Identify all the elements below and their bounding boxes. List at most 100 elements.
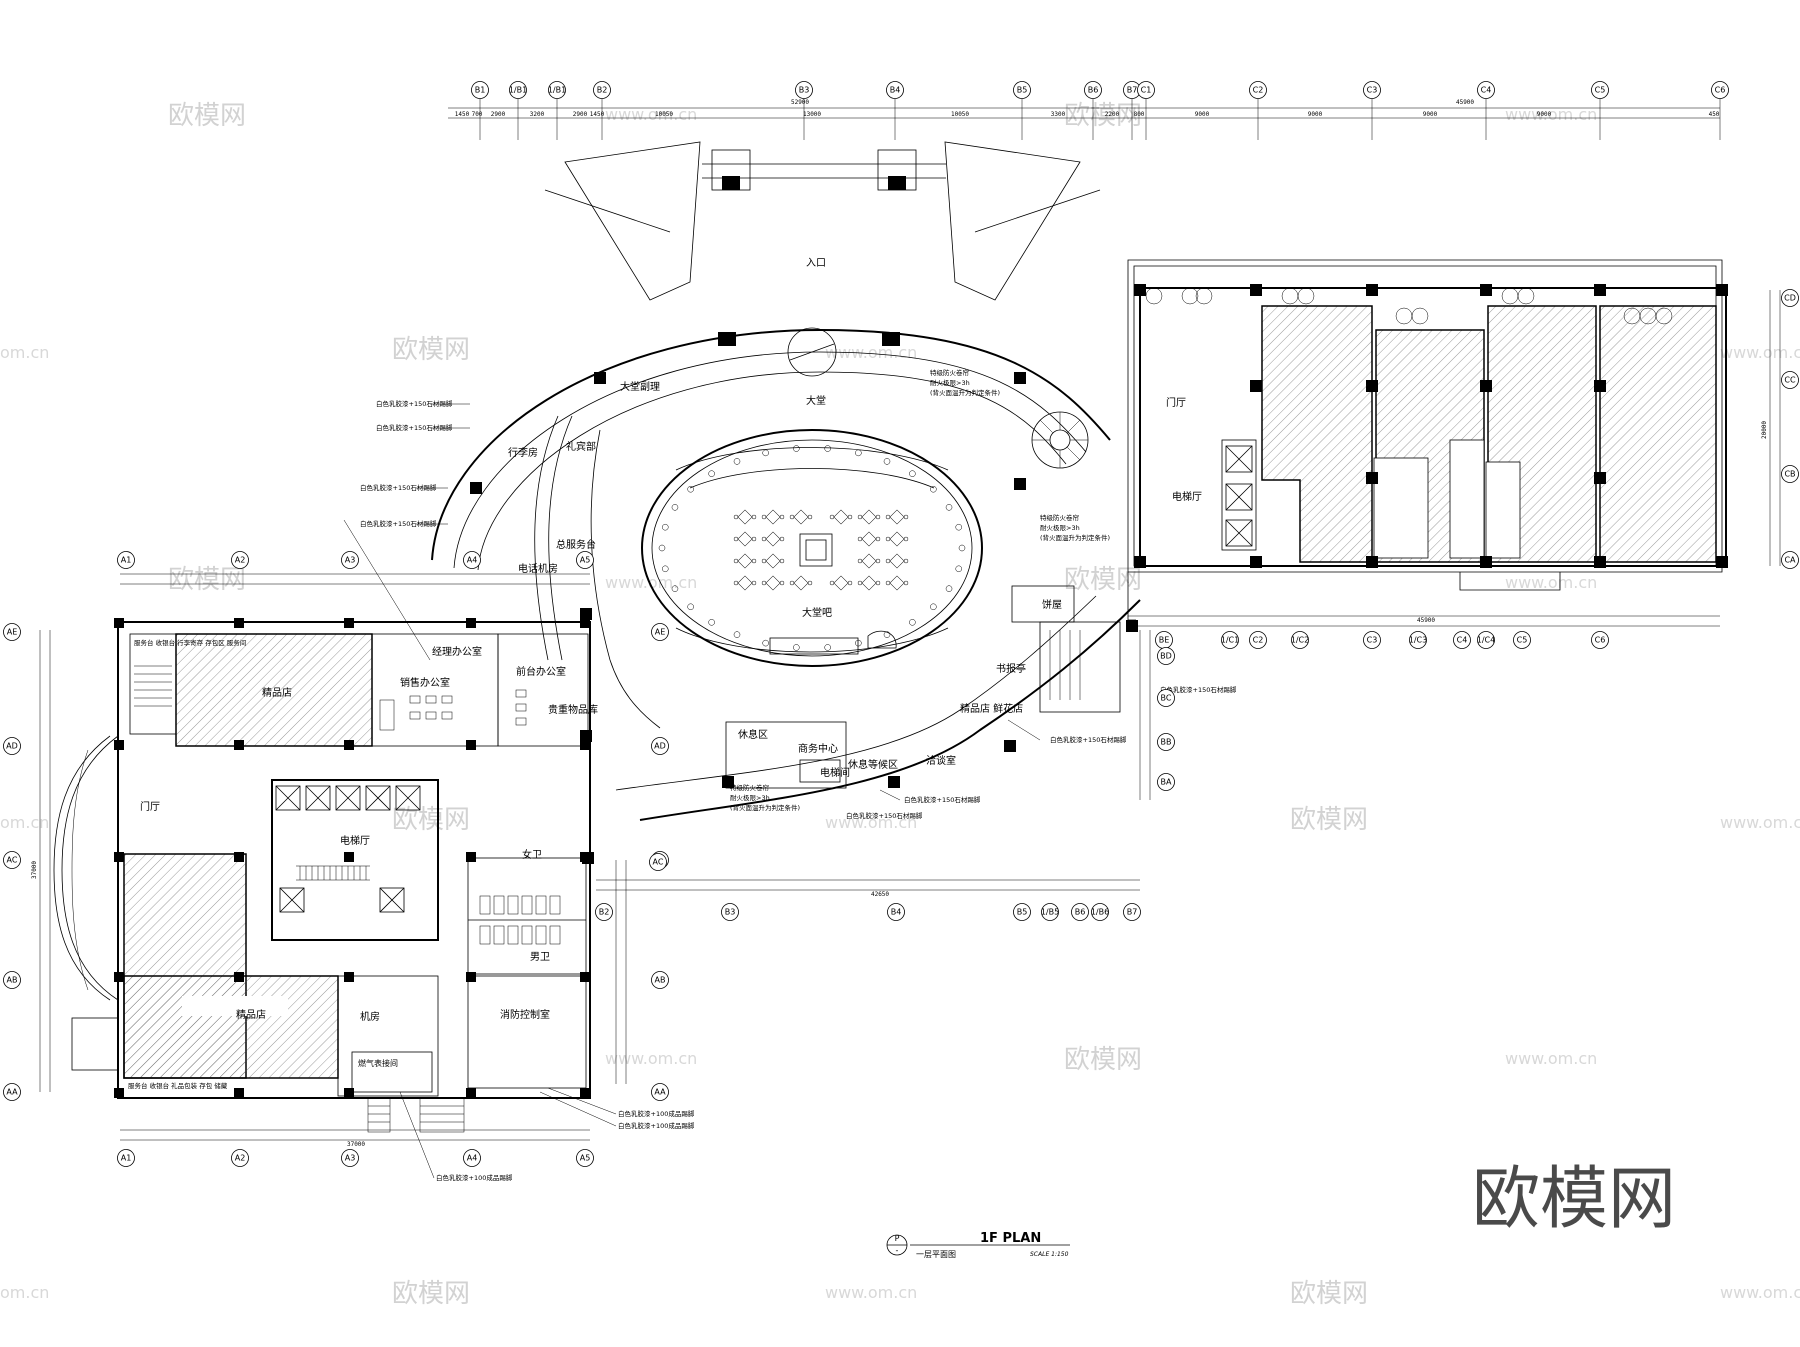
note-3: 白色乳胶漆+150石材踢脚 — [360, 483, 437, 492]
svg-text:BB: BB — [1161, 738, 1172, 747]
note-2: 白色乳胶漆+150石材踢脚 — [376, 423, 453, 432]
watermark-url: www.om.cn — [825, 1283, 917, 1302]
svg-text:1/B1: 1/B1 — [548, 86, 566, 95]
svg-text:1/B5: 1/B5 — [1041, 908, 1059, 917]
grid-bubble-right: CB — [1781, 465, 1799, 483]
watermark-url: om.cn — [0, 1283, 49, 1302]
svg-text:C6: C6 — [1595, 636, 1606, 645]
svg-text:C1: C1 — [1141, 86, 1152, 95]
grid-bubble-right-bottom: C2 — [1249, 631, 1267, 649]
grid-bubble-bottom: A3 — [341, 1149, 359, 1167]
grid-bubble-right-side: BD — [1157, 647, 1175, 665]
room-front-office: 前台办公室 — [516, 665, 566, 678]
note-5: 白色乳胶漆+150石材踢脚 — [1160, 685, 1237, 694]
grid-bubble-left-side: AB — [3, 971, 21, 989]
grid-bubble-top: 1/B1 — [509, 81, 527, 99]
grid-bubble-right-bottom: 1/C4 — [1477, 631, 1495, 649]
dim-label: 9000 — [1195, 111, 1210, 118]
svg-text:1/C1: 1/C1 — [1221, 636, 1239, 645]
dim-label: 3300 — [1051, 111, 1066, 118]
grid-bubble-top: B4 — [886, 81, 904, 99]
watermark-url: www.om.cn — [605, 1049, 697, 1068]
dim-label: 700 — [472, 111, 483, 118]
dim-total-c: 45900 — [1456, 99, 1474, 106]
drawing-subtitle: 一层平面图 — [916, 1250, 956, 1259]
grid-bubble-mid: B6 — [1071, 903, 1089, 921]
svg-text:B6: B6 — [1088, 86, 1099, 95]
grid-bubble-bottom: A1 — [117, 1149, 135, 1167]
fire-note-2: 特级防火卷帘 — [1040, 513, 1080, 522]
watermark-url: www.om.cn — [825, 813, 917, 832]
grid-bubble-bottom: A4 — [463, 1149, 481, 1167]
room-gas-meter: 燃气表接间 — [358, 1058, 398, 1068]
note-1: 白色乳胶漆+150石材踢脚 — [376, 399, 453, 408]
svg-text:1/C2: 1/C2 — [1291, 636, 1309, 645]
room-machine: 机房 — [360, 1010, 380, 1023]
svg-text:BA: BA — [1161, 778, 1172, 787]
room-gift-florist: 精品店 鲜花店 — [960, 702, 1023, 715]
grid-bubble-mid: B2 — [595, 903, 613, 921]
dim-label: 10050 — [655, 111, 673, 118]
svg-text:A3: A3 — [345, 556, 356, 565]
dim-right-total: 20000 — [1761, 421, 1768, 439]
note-8: 白色乳胶漆+150石材踢脚 — [846, 811, 923, 820]
svg-text:C5: C5 — [1517, 636, 1528, 645]
grid-bubble-top: B2 — [593, 81, 611, 99]
grid-bubble-left-side: AD — [3, 737, 21, 755]
grid-bubble-top: C2 — [1249, 81, 1267, 99]
central-lobby: 入口 大堂吧 大堂 大堂副理 行李房 礼宾部 总服务台 电话机房 — [431, 141, 1141, 864]
watermark-brand: 欧模网 — [168, 565, 246, 595]
dim-label: 13000 — [803, 111, 821, 118]
watermark-brand: 欧模网 — [1064, 101, 1142, 131]
svg-text:1/B1: 1/B1 — [509, 86, 527, 95]
room-general-service: 总服务台 — [556, 538, 596, 551]
svg-text:B4: B4 — [890, 86, 901, 95]
room-lift-room: 电梯间 — [820, 766, 850, 779]
grid-bubble-ab-side: AD — [651, 737, 669, 755]
svg-text:AD: AD — [654, 742, 666, 751]
svg-text:B1: B1 — [475, 86, 486, 95]
grid-bubble-mid: B4 — [887, 903, 905, 921]
watermark-url: om.cn — [0, 343, 49, 362]
watermark-brand: 欧模网 — [1064, 565, 1142, 595]
left-wing: 37000 精品店 服务台 收银台 行李寄存 存包区 服务间 经理办公室 销售办… — [31, 573, 598, 1148]
watermark-url: www.om.cn — [825, 343, 917, 362]
grid-bubble-left-side: AE — [3, 623, 21, 641]
north-marker-sub: - — [896, 1246, 899, 1255]
grid-bubble-top: B5 — [1013, 81, 1031, 99]
room-lobby-bar: 大堂吧 — [802, 606, 832, 619]
svg-text:AE: AE — [7, 628, 18, 637]
grid-bubble-mid: B7 — [1123, 903, 1141, 921]
svg-text:1/B6: 1/B6 — [1091, 908, 1109, 917]
dim-label: 2200 — [1105, 111, 1120, 118]
svg-text:C3: C3 — [1367, 86, 1378, 95]
room-telephone: 电话机房 — [518, 562, 558, 575]
room-hall-left: 门厅 — [140, 800, 160, 813]
svg-text:A1: A1 — [121, 556, 132, 565]
room-entrance: 入口 — [806, 258, 826, 269]
dim-label: 1450 — [590, 111, 605, 118]
watermark-brand: 欧模网 — [1290, 805, 1368, 835]
watermark-brand: 欧模网 — [1290, 1279, 1368, 1309]
svg-text:BD: BD — [1160, 652, 1172, 661]
watermark-url: www.om.cn — [1720, 813, 1800, 832]
room-gm-office: 经理办公室 — [432, 645, 482, 658]
watermark-brand: 欧模网 — [392, 1279, 470, 1309]
svg-text:B5: B5 — [1017, 86, 1028, 95]
room-elevator-hall-left: 电梯厅 — [340, 834, 370, 847]
svg-text:AA: AA — [654, 1088, 666, 1097]
fire-note-1c: (背火面温升为判定条件) — [930, 388, 1000, 397]
watermark-url: om.cn — [0, 813, 49, 832]
grid-bubble-right-bottom: C5 — [1513, 631, 1531, 649]
svg-text:CD: CD — [1784, 294, 1796, 303]
svg-text:A3: A3 — [345, 1154, 356, 1163]
grid-bubble-left-top: A2 — [231, 551, 249, 569]
grid-bubble-top: C1 — [1137, 81, 1155, 99]
title-block: P - 1F PLAN 一层平面图 SCALE 1:150 — [886, 1231, 1070, 1259]
grid-bubble-left-top: A3 — [341, 551, 359, 569]
annotation-notes: 白色乳胶漆+150石材踢脚 白色乳胶漆+150石材踢脚 白色乳胶漆+150石材踢… — [343, 368, 1237, 1182]
grid-bubble-right: CA — [1781, 551, 1799, 569]
note-11: 白色乳胶漆+100成品踢脚 — [436, 1173, 513, 1182]
